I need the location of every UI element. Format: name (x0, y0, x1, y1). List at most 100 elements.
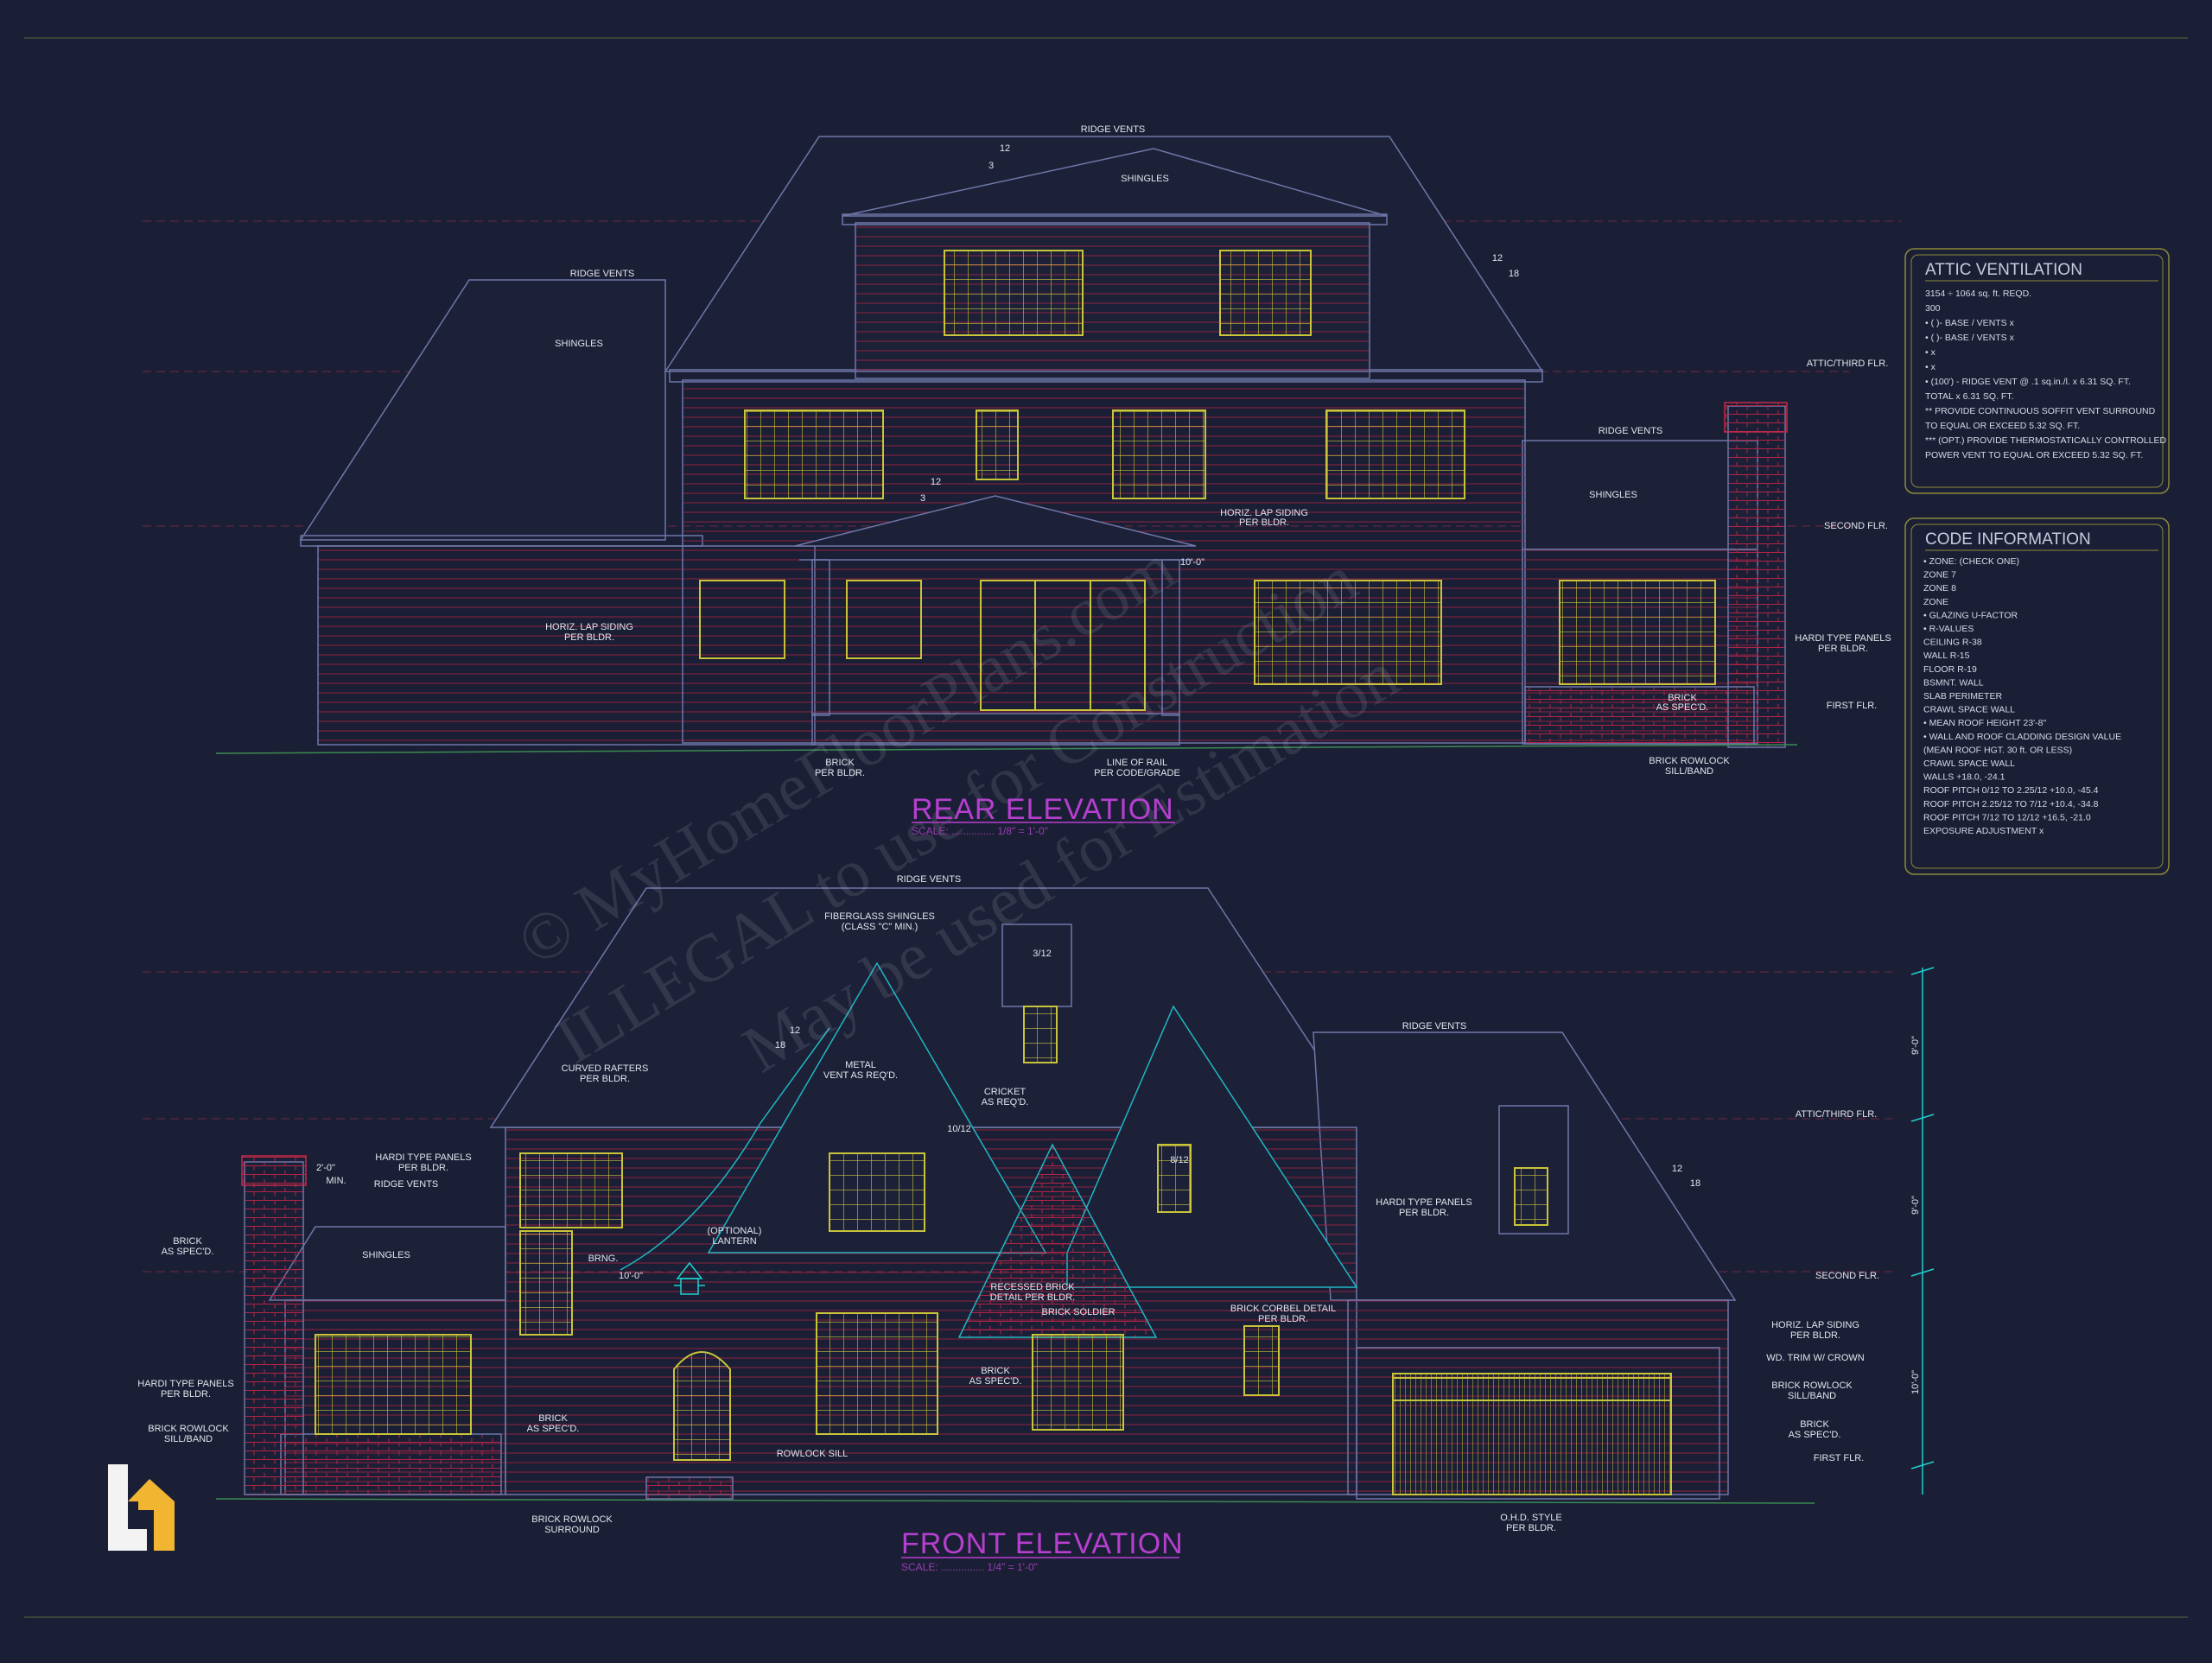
svg-text:PER BLDR.: PER BLDR. (580, 1074, 630, 1084)
svg-text:LANTERN: LANTERN (712, 1236, 756, 1247)
svg-text:ATTIC/THIRD FLR.: ATTIC/THIRD FLR. (1796, 1109, 1878, 1120)
rear-brick-base (1524, 686, 1755, 745)
svg-text:2'-0": 2'-0" (316, 1163, 335, 1173)
front-left-chimney (244, 1161, 304, 1495)
svg-text:BRICK: BRICK (1800, 1419, 1829, 1430)
svg-text:10'-0": 10'-0" (1910, 1370, 1921, 1394)
attic-ventilation-line: 3154 ÷ 1064 sq. ft. REQD. (1925, 289, 2031, 299)
attic-ventilation-line: TO EQUAL OR EXCEED 5.32 SQ. FT. (1925, 421, 2080, 431)
attic-ventilation-title: ATTIC VENTILATION (1925, 261, 2082, 279)
svg-text:HARDI TYPE PANELS: HARDI TYPE PANELS (1795, 633, 1891, 644)
front-left-base (280, 1433, 502, 1495)
attic-ventilation-line: *** (OPT.) PROVIDE THERMOSTATICALLY CONT… (1925, 435, 2166, 446)
svg-text:BRICK ROWLOCK: BRICK ROWLOCK (1771, 1381, 1853, 1391)
svg-text:SILL/BAND: SILL/BAND (1788, 1391, 1836, 1401)
code-information-line: SLAB PERIMETER (1923, 691, 2002, 701)
rear-dormer-pediment (842, 148, 1388, 217)
rear-elevation-title: REAR ELEVATION (912, 793, 1174, 826)
code-information-line: • WALL AND ROOF CLADDING DESIGN VALUE (1923, 732, 2121, 742)
rear-elevation-scale: SCALE: ............... 1/8" = 1'-0" (912, 825, 1048, 837)
svg-text:PER BLDR.: PER BLDR. (1506, 1523, 1556, 1533)
svg-text:3: 3 (920, 493, 925, 504)
svg-text:PER BLDR.: PER BLDR. (1818, 644, 1868, 654)
svg-text:AS SPEC'D.: AS SPEC'D. (969, 1376, 1022, 1387)
svg-text:LINE OF RAIL: LINE OF RAIL (1107, 758, 1167, 768)
svg-text:RIDGE VENTS: RIDGE VENTS (570, 269, 635, 279)
svg-text:9'-0": 9'-0" (1910, 1196, 1921, 1215)
svg-text:SHINGLES: SHINGLES (362, 1250, 410, 1260)
svg-text:MIN.: MIN. (326, 1176, 346, 1186)
svg-text:SHINGLES: SHINGLES (1589, 490, 1637, 500)
code-information-line: ROOF PITCH 2.25/12 TO 7/12 +10.4, -34.8 (1923, 799, 2099, 809)
svg-text:PER BLDR.: PER BLDR. (1258, 1314, 1308, 1324)
svg-text:3/12: 3/12 (1033, 949, 1051, 959)
svg-text:HARDI TYPE PANELS: HARDI TYPE PANELS (137, 1379, 233, 1389)
front-center-gable (707, 962, 1047, 1254)
code-information-line: ZONE (1923, 597, 1948, 607)
svg-text:10'-0": 10'-0" (1180, 557, 1205, 568)
code-information-line: BSMNT. WALL (1923, 677, 1984, 688)
code-information-line: • R-VALUES (1923, 624, 1974, 634)
attic-ventilation-line: • x (1925, 347, 1936, 358)
rear-grade-line (215, 744, 1798, 754)
code-information-line: CEILING R-38 (1923, 638, 1982, 648)
code-information-line: • ZONE: (CHECK ONE) (1923, 556, 2019, 567)
front-labels: RIDGE VENTS FIBERGLASS SHINGLES (CLASS "… (137, 874, 1921, 1535)
svg-text:AS SPEC'D.: AS SPEC'D. (527, 1424, 580, 1434)
svg-text:PER BLDR.: PER BLDR. (1790, 1330, 1840, 1341)
code-information-line: • MEAN ROOF HEIGHT 23'-8" (1923, 718, 2047, 728)
svg-text:RIDGE VENTS: RIDGE VENTS (1402, 1021, 1467, 1031)
svg-text:SURROUND: SURROUND (544, 1525, 600, 1535)
front-garage-wall (1356, 1347, 1720, 1500)
code-information-line: WALLS +18.0, -24.1 (1923, 772, 2005, 783)
svg-text:10/12: 10/12 (947, 1124, 971, 1134)
svg-text:RIDGE VENTS: RIDGE VENTS (374, 1179, 439, 1190)
attic-ventilation-line: POWER VENT TO EQUAL OR EXCEED 5.32 SQ. F… (1925, 450, 2143, 460)
front-grade-line (215, 1498, 1815, 1504)
rear-left-roof (299, 279, 666, 541)
svg-text:12: 12 (931, 477, 941, 487)
front-left-chimney-cap (241, 1155, 307, 1186)
svg-text:RIDGE VENTS: RIDGE VENTS (897, 874, 962, 885)
front-windows (315, 1006, 1672, 1495)
svg-text:SECOND FLR.: SECOND FLR. (1815, 1271, 1879, 1281)
svg-text:RIDGE VENTS: RIDGE VENTS (1599, 426, 1663, 436)
front-elevation-title: FRONT ELEVATION (901, 1527, 1184, 1560)
svg-text:HARDI TYPE PANELS: HARDI TYPE PANELS (375, 1152, 471, 1163)
code-information-lines: • ZONE: (CHECK ONE) ZONE 7 ZONE 8 ZONE• … (1923, 556, 2121, 836)
rear-porch-col-l (811, 559, 830, 716)
svg-text:BRICK ROWLOCK: BRICK ROWLOCK (531, 1514, 613, 1525)
svg-text:12: 12 (790, 1025, 800, 1036)
svg-text:9'-0": 9'-0" (1910, 1036, 1921, 1055)
attic-ventilation-line: TOTAL x 6.31 SQ. FT. (1925, 391, 2014, 402)
svg-text:FIRST FLR.: FIRST FLR. (1827, 701, 1877, 711)
attic-ventilation-line: • x (1925, 362, 1936, 372)
svg-text:12: 12 (1000, 143, 1010, 154)
svg-text:BRICK SOLDIER: BRICK SOLDIER (1042, 1307, 1116, 1317)
code-information-line: FLOOR R-19 (1923, 664, 1977, 675)
code-information-line: WALL R-15 (1923, 651, 1970, 661)
svg-text:SHINGLES: SHINGLES (1121, 174, 1169, 184)
svg-text:PER BLDR.: PER BLDR. (398, 1163, 448, 1173)
svg-text:18: 18 (1690, 1178, 1700, 1189)
front-door-arch (673, 1351, 731, 1461)
logo-icon (108, 1464, 175, 1551)
svg-text:HORIZ. LAP SIDING: HORIZ. LAP SIDING (1771, 1320, 1859, 1330)
svg-text:AS SPEC'D.: AS SPEC'D. (1789, 1430, 1841, 1440)
rear-windows (699, 250, 1716, 711)
rear-chimney-cap (1724, 402, 1788, 433)
svg-text:BRICK: BRICK (173, 1236, 202, 1247)
svg-text:O.H.D. STYLE: O.H.D. STYLE (1500, 1513, 1562, 1523)
attic-ventilation-line: ** PROVIDE CONTINUOUS SOFFIT VENT SURROU… (1925, 406, 2156, 416)
rear-dormer (855, 222, 1370, 379)
svg-text:(CLASS "C" MIN.): (CLASS "C" MIN.) (842, 922, 918, 932)
attic-ventilation-line: 300 (1925, 303, 1941, 314)
svg-text:AS REQ'D.: AS REQ'D. (982, 1097, 1029, 1108)
attic-ventilation-line: • ( )- BASE / VENTS x (1925, 318, 2015, 328)
attic-ventilation-line: • ( )- BASE / VENTS x (1925, 333, 2015, 343)
svg-text:PER BLDR.: PER BLDR. (161, 1389, 211, 1400)
svg-text:18: 18 (775, 1040, 785, 1050)
code-information-line: ZONE 7 (1923, 570, 1956, 581)
svg-text:AS SPEC'D.: AS SPEC'D. (1656, 702, 1709, 713)
svg-text:BRICK: BRICK (538, 1413, 568, 1424)
